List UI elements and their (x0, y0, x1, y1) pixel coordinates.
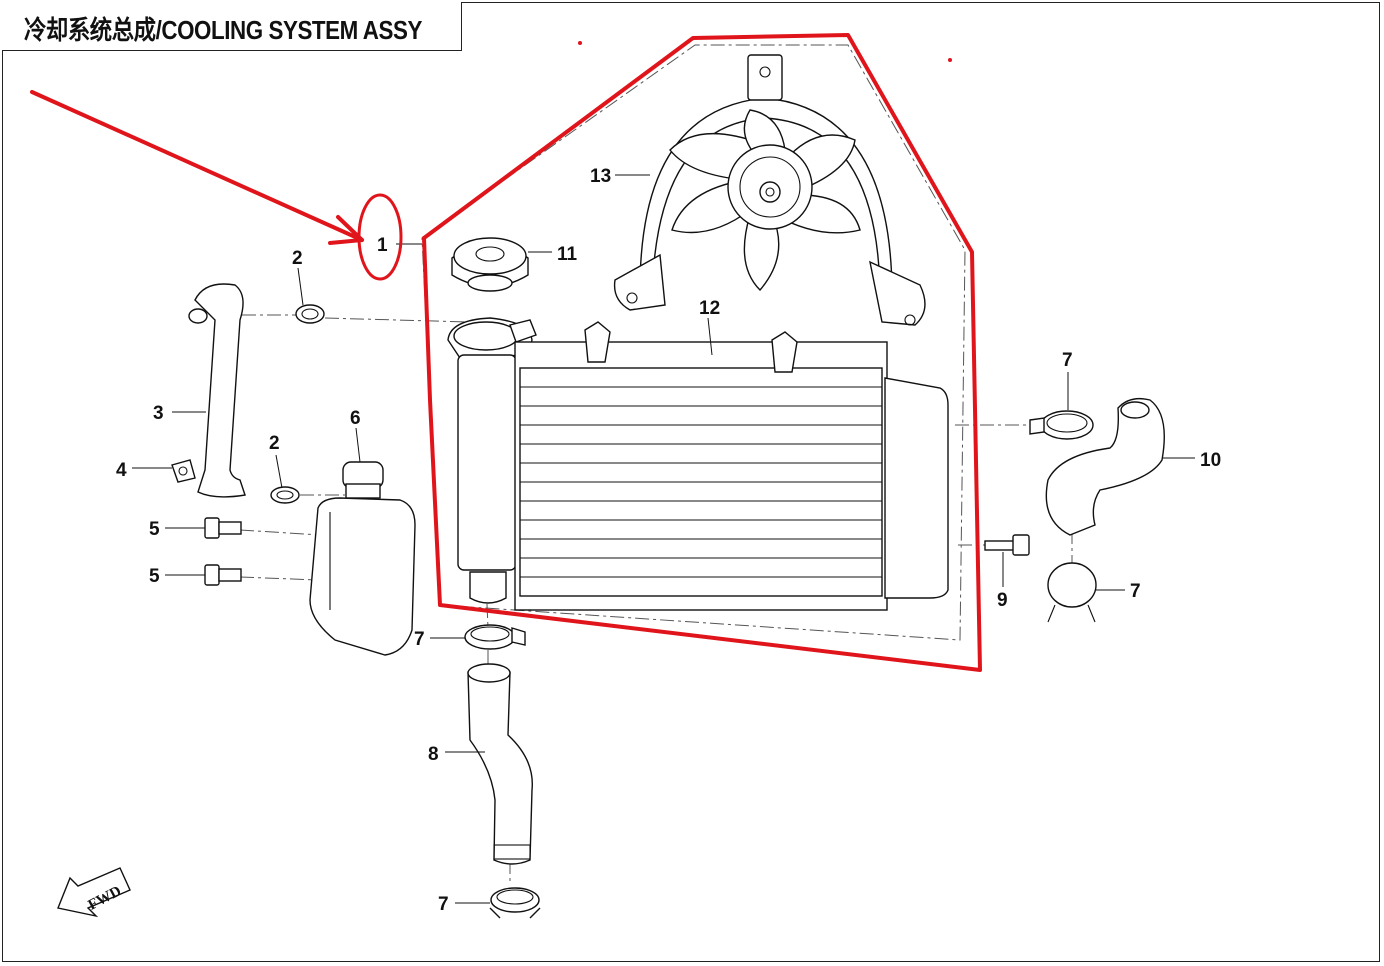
label-1: 1 (377, 235, 388, 256)
label-13: 13 (590, 166, 611, 187)
label-11: 11 (557, 244, 578, 265)
bolt-9 (984, 534, 1030, 556)
title-block: 冷却系统总成/COOLING SYSTEM ASSY (2, 2, 462, 51)
label-2b: 2 (269, 433, 280, 454)
red-assembly-outline (422, 33, 982, 672)
small-clamps (270, 304, 325, 504)
hose-clamps (464, 410, 1097, 919)
radiator-fins (520, 386, 882, 578)
label-7c: 7 (414, 629, 425, 650)
label-9: 9 (997, 590, 1008, 611)
red-annotations (30, 33, 982, 672)
label-3: 3 (153, 403, 164, 424)
fan-assembly (613, 54, 926, 326)
forward-arrow: FWD (57, 867, 131, 918)
label-2a: 2 (292, 248, 303, 269)
label-8: 8 (428, 744, 439, 765)
label-7a: 7 (1062, 350, 1073, 371)
label-10: 10 (1200, 450, 1221, 471)
label-5a: 5 (149, 519, 160, 540)
label-6: 6 (350, 408, 361, 429)
red-dot-2 (948, 58, 952, 62)
label-12: 12 (699, 298, 720, 319)
label-4: 4 (116, 460, 127, 481)
hose-clip (171, 459, 196, 483)
leader-lines (132, 174, 1195, 904)
red-highlight-circle (357, 193, 403, 281)
label-7d: 7 (438, 894, 449, 915)
overflow-hose (188, 283, 246, 498)
reservoir-tank (309, 461, 416, 656)
radiator-hose-lower (467, 663, 533, 865)
red-pointer-arrow (30, 90, 364, 242)
bolts-5 (204, 517, 242, 586)
radiator-cap (451, 237, 529, 292)
label-7b: 7 (1130, 581, 1141, 602)
red-dot-1 (578, 41, 582, 45)
radiator-hose-right (1045, 397, 1165, 536)
part-labels: 1 2 3 4 2 6 5 5 11 12 13 7 10 9 7 7 8 7 (116, 166, 1221, 915)
label-5b: 5 (149, 566, 160, 587)
diagram-title: 冷却系统总成/COOLING SYSTEM ASSY (24, 15, 422, 45)
radiator (447, 317, 949, 611)
red-arrowhead (328, 215, 364, 245)
